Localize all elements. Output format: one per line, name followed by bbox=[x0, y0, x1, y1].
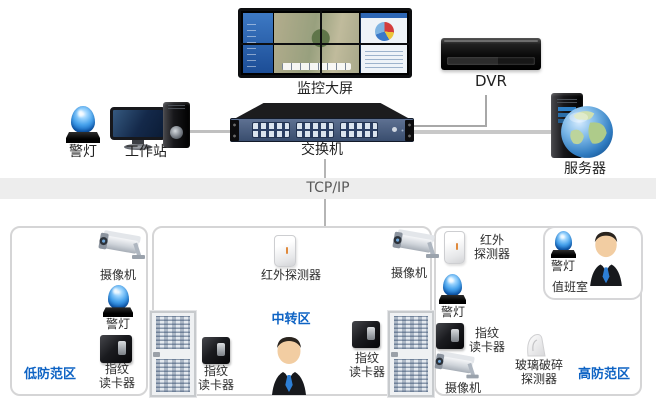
camera-label: 摄像机 bbox=[390, 266, 427, 280]
server-globe-icon bbox=[561, 106, 613, 158]
alarm-beacon bbox=[103, 285, 133, 317]
monitor-wall-label: 监控大屏 bbox=[297, 81, 353, 97]
monitor-wall-panel bbox=[360, 13, 407, 73]
door-panel bbox=[394, 359, 428, 392]
alarm-label: 警灯 bbox=[440, 305, 465, 319]
infrared-detector-label: 红外探测器 bbox=[260, 268, 321, 282]
alarm-label: 警灯 bbox=[105, 317, 130, 331]
switch-mount-right bbox=[405, 120, 414, 141]
infrared-detector-icon bbox=[274, 235, 296, 267]
duty-room-label: 值班室 bbox=[551, 280, 588, 294]
server-label: 服务器 bbox=[564, 161, 606, 177]
alarm-label: 警灯 bbox=[550, 259, 575, 273]
alarm-beacon bbox=[66, 106, 100, 143]
connection-line-band-zones bbox=[324, 199, 326, 226]
switch-logo-icon bbox=[392, 127, 397, 132]
alarm-beacon bbox=[551, 231, 576, 258]
tcpip-label: TCP/IP bbox=[306, 180, 350, 196]
switch-label: 交换机 bbox=[301, 142, 343, 158]
workstation-stand bbox=[132, 140, 144, 144]
security-door bbox=[150, 311, 196, 397]
door-panel bbox=[394, 316, 428, 349]
workstation-base bbox=[124, 144, 152, 150]
alarm-dome-icon bbox=[443, 274, 462, 297]
person-avatar bbox=[590, 231, 622, 286]
glass-break-detector-icon bbox=[527, 334, 546, 357]
zone-mid-label: 中转区 bbox=[271, 312, 311, 327]
videowall-bezel-vertical bbox=[319, 11, 322, 75]
cctv-camera-icon bbox=[98, 230, 145, 259]
alarm-label: 警灯 bbox=[69, 144, 97, 160]
cctv-camera-icon bbox=[434, 351, 479, 379]
fingerprint-label: 指纹 读卡器 bbox=[468, 326, 505, 355]
tcpip-band bbox=[0, 178, 656, 199]
dvr-buttons bbox=[513, 59, 529, 63]
alarm-dome-icon bbox=[107, 285, 129, 309]
camera-label: 摄像机 bbox=[444, 381, 481, 395]
alarm-base bbox=[439, 295, 466, 304]
fingerprint-reader-icon bbox=[436, 323, 464, 349]
infrared-detector-icon bbox=[444, 231, 465, 264]
zone-high-label: 高防范区 bbox=[577, 367, 630, 382]
door-panel bbox=[156, 316, 190, 349]
fingerprint-label: 指纹 读卡器 bbox=[348, 351, 385, 380]
videowall-bezel-horizontal bbox=[241, 43, 409, 45]
security-door bbox=[388, 311, 434, 397]
switch-mount-left bbox=[230, 120, 239, 141]
monitor-wall bbox=[238, 8, 412, 78]
dvr-device bbox=[441, 38, 541, 70]
person-avatar bbox=[272, 337, 306, 395]
zone-low-label: 低防范区 bbox=[23, 367, 76, 382]
connection-line-switch-server bbox=[410, 130, 555, 134]
alarm-base bbox=[66, 131, 100, 143]
fingerprint-label: 指纹 读卡器 bbox=[98, 362, 135, 391]
glass-break-label: 玻璃破碎 探测器 bbox=[514, 358, 563, 387]
dvr-label: DVR bbox=[475, 72, 507, 90]
alarm-dome-icon bbox=[554, 231, 573, 251]
pie-chart-icon bbox=[375, 22, 394, 41]
camera-label: 摄像机 bbox=[99, 268, 136, 282]
workstation-label: 工作站 bbox=[125, 144, 167, 160]
fingerprint-reader-icon bbox=[352, 321, 380, 348]
infrared-detector-label: 红外 探测器 bbox=[473, 233, 510, 262]
switch-port-group bbox=[341, 123, 377, 137]
switch-port-group bbox=[297, 123, 333, 137]
fingerprint-reader-icon bbox=[100, 335, 132, 363]
workstation-monitor bbox=[110, 107, 166, 140]
connection-line-switch-dvr bbox=[410, 125, 487, 127]
alarm-base bbox=[103, 307, 133, 317]
fingerprint-reader-icon bbox=[202, 337, 230, 364]
alarm-dome-icon bbox=[71, 106, 95, 134]
connection-line-workstation-switch bbox=[188, 130, 240, 133]
switch-chassis-top bbox=[236, 103, 408, 118]
door-panel bbox=[156, 359, 190, 392]
connection-line-dvr-drop bbox=[485, 95, 487, 126]
connection-line-switch-band bbox=[324, 159, 326, 178]
fingerprint-label: 指纹 读卡器 bbox=[197, 364, 234, 393]
switch-port-group bbox=[253, 123, 289, 137]
workstation-tower bbox=[163, 102, 190, 148]
alarm-beacon bbox=[439, 274, 466, 304]
network-switch bbox=[230, 118, 414, 142]
alarm-base bbox=[551, 249, 576, 258]
cctv-camera-icon bbox=[392, 229, 439, 258]
